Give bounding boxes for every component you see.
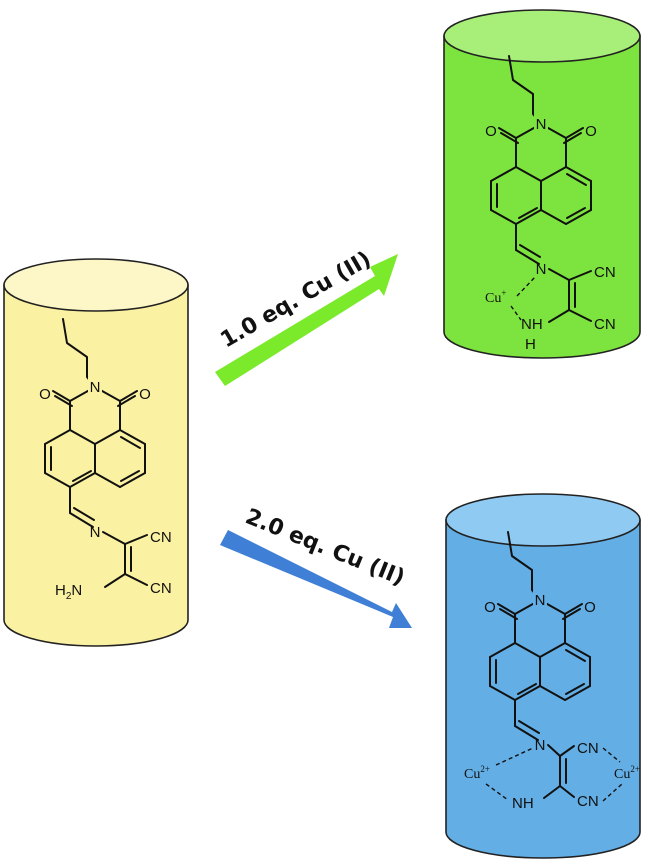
atom-o: O (584, 599, 596, 616)
atom-n: N (535, 592, 546, 609)
atom-cn: CN (150, 580, 172, 597)
copper-ion-left: Cu2+ (464, 764, 490, 782)
atom-n: N (90, 379, 101, 396)
copper-ion: Cu+ (485, 288, 506, 306)
atom-n: N (535, 737, 546, 754)
atom-cn: CN (577, 793, 599, 810)
atom-o: O (585, 123, 597, 140)
atom-cn: CN (150, 529, 172, 546)
arrow-two-eq-label: 2.0 eq. Cu (II) (242, 504, 408, 591)
cylinder-free-ligand: N O O N CN CN H2N (3, 258, 189, 647)
atom-cn: CN (594, 316, 616, 333)
atom-n: N (536, 261, 547, 278)
molecule-free-ligand: N O O N CN CN H2N (39, 318, 172, 602)
cylinder-two-eq-complex: N O O N CN CN NH Cu2+ Cu2+ (445, 493, 641, 859)
copper-ion-right: Cu2+ (614, 764, 640, 782)
atom-h: H (525, 336, 536, 353)
atom-nh: NH (521, 316, 543, 333)
arrow-one-eq: 1.0 eq. Cu (II) (215, 247, 398, 386)
atom-n: N (90, 524, 101, 541)
atom-o: O (485, 123, 497, 140)
arrow-two-eq: 2.0 eq. Cu (II) (220, 504, 412, 628)
atom-cn: CN (577, 740, 599, 757)
molecule-cu-two-eq: N O O N CN CN NH Cu2+ Cu2+ (464, 531, 640, 812)
atom-o: O (39, 386, 51, 403)
atom-o: O (484, 599, 496, 616)
molecule-cu-one-eq: N O O N CN CN NH H Cu+ (485, 55, 616, 353)
atom-nh: NH (512, 795, 534, 812)
cylinder-one-eq-complex: N O O N CN CN NH H Cu+ (443, 9, 641, 359)
atom-o: O (139, 386, 151, 403)
atom-n: N (536, 116, 547, 133)
atom-amine: H2N (55, 582, 82, 602)
atom-cn: CN (594, 264, 616, 281)
